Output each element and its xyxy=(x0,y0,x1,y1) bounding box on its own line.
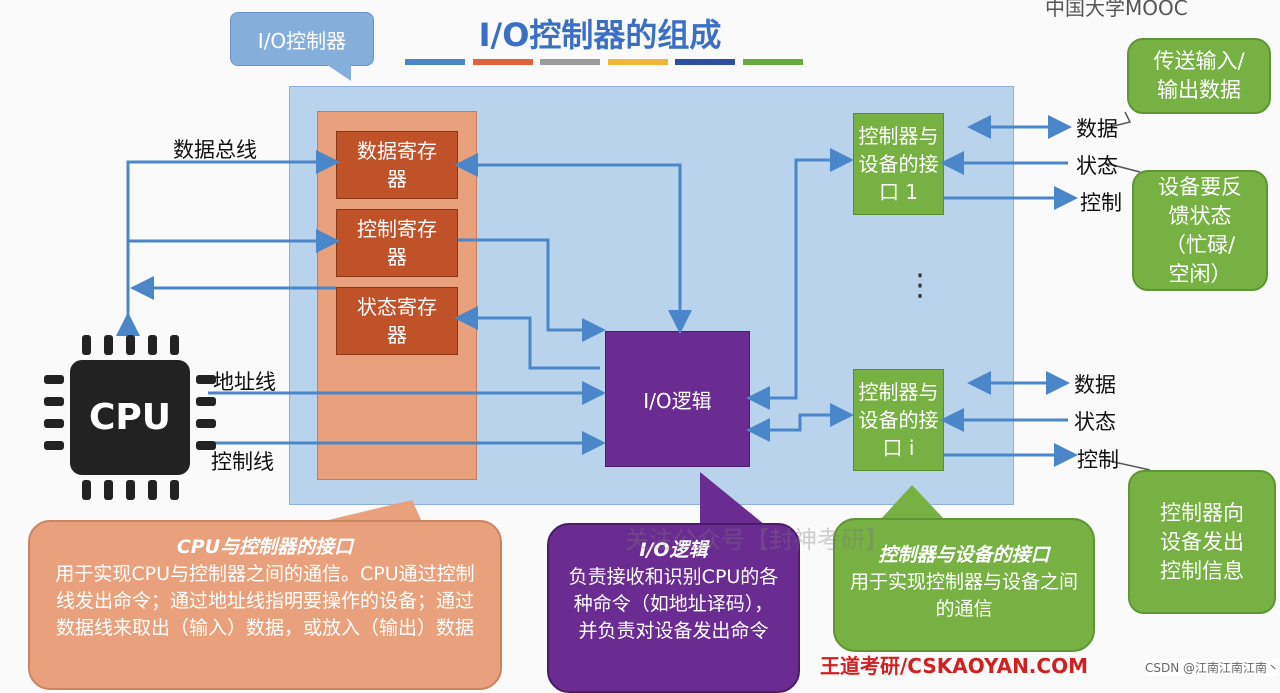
status-callout: 设备要反馈状态（忙碌/空闲） xyxy=(1132,170,1268,291)
callout-tail xyxy=(320,60,351,81)
status-register: 状态寄存器 xyxy=(336,287,458,355)
bottom-callout-tails xyxy=(320,472,945,525)
cpu-interface-text: 用于实现CPU与控制器之间的通信。CPU通过控制线发出命令；通过地址线指明要操作… xyxy=(55,563,475,639)
title-bar xyxy=(405,59,465,65)
title-bar xyxy=(472,59,533,65)
page-title: I/O控制器的组成 xyxy=(478,16,722,54)
watermark: 关注公众号【封神考研】 xyxy=(625,526,889,554)
io-controller-callout: I/O控制器 xyxy=(230,12,374,66)
footer-text: 王道考研/CSKAOYAN.COM xyxy=(820,654,1088,678)
io-logic-callout: I/O逻辑 负责接收和识别CPU的各种命令（如地址译码），并负责对设备发出命令 xyxy=(547,523,800,693)
device-interface-i: 控制器与设备的接口 i xyxy=(853,369,944,471)
io-logic-text: 负责接收和识别CPU的各种命令（如地址译码），并负责对设备发出命令 xyxy=(568,566,779,642)
cpu-interface-callout: CPU与控制器的接口 用于实现CPU与控制器之间的通信。CPU通过控制线发出命令… xyxy=(28,520,502,690)
cpu-label: CPU xyxy=(70,360,190,475)
logo: 中国大学MOOC xyxy=(1045,0,1188,20)
control-line-1: 控制 xyxy=(1080,191,1122,215)
control-line-label: 控制线 xyxy=(211,450,274,474)
io-logic-block: I/O逻辑 xyxy=(605,331,750,467)
data-register: 数据寄存器 xyxy=(336,131,458,199)
title-bar xyxy=(540,59,600,65)
data-line-i: 数据 xyxy=(1074,373,1116,397)
title-bar xyxy=(607,59,668,65)
title-bar xyxy=(675,59,735,65)
csdn-watermark: CSDN @江南江南江南丶 xyxy=(1145,659,1280,676)
cpu-chip xyxy=(44,335,216,500)
data-callout: 传送输入/输出数据 xyxy=(1127,38,1271,114)
status-line-1: 状态 xyxy=(1076,154,1118,178)
connection-arrows xyxy=(116,111,1151,471)
ellipsis: ⋮ xyxy=(905,268,935,303)
address-line-label: 地址线 xyxy=(213,370,276,394)
data-line-1: 数据 xyxy=(1076,117,1118,141)
cpu-interface-title: CPU与控制器的接口 xyxy=(176,536,354,558)
control-callout: 控制器向设备发出控制信息 xyxy=(1128,470,1276,614)
control-register: 控制寄存器 xyxy=(336,209,458,277)
device-interface-callout: 控制器与设备的接口 用于实现控制器与设备之间的通信 xyxy=(833,518,1095,652)
device-interface-text: 用于实现控制器与设备之间的通信 xyxy=(849,571,1078,620)
title-bar xyxy=(742,59,803,65)
status-line-i: 状态 xyxy=(1074,410,1116,434)
control-line-i: 控制 xyxy=(1077,448,1119,472)
device-interface-title: 控制器与设备的接口 xyxy=(878,544,1050,566)
io-logic-title: I/O逻辑 xyxy=(639,539,708,561)
data-bus-label: 数据总线 xyxy=(173,138,257,162)
device-interface-1: 控制器与设备的接口 1 xyxy=(853,113,944,215)
